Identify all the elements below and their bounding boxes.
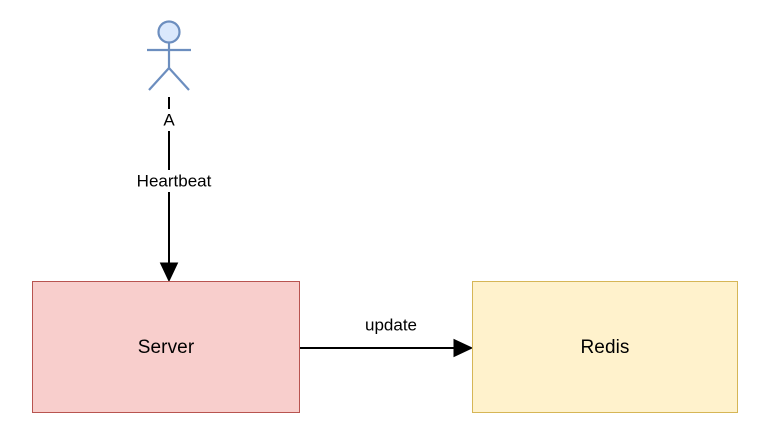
redis-node-label: Redis [580,336,630,358]
server-node-label: Server [137,336,195,358]
edge-server-to-redis[interactable] [300,338,474,358]
actor-head-icon [157,20,181,44]
arrowhead-down-icon [159,262,179,283]
actor-right-leg-icon [168,67,190,91]
actor-label: A [160,110,178,130]
edge-label-update: update [362,315,420,335]
actor-left-leg-icon [148,67,170,91]
redis-node[interactable]: Redis [472,281,738,413]
server-node[interactable]: Server [32,281,300,413]
actor-stick-figure-icon[interactable] [147,20,191,91]
arrowhead-right-icon [453,338,474,358]
edge-label-heartbeat: Heartbeat [133,171,215,191]
edge-actor-to-server[interactable] [159,97,179,283]
